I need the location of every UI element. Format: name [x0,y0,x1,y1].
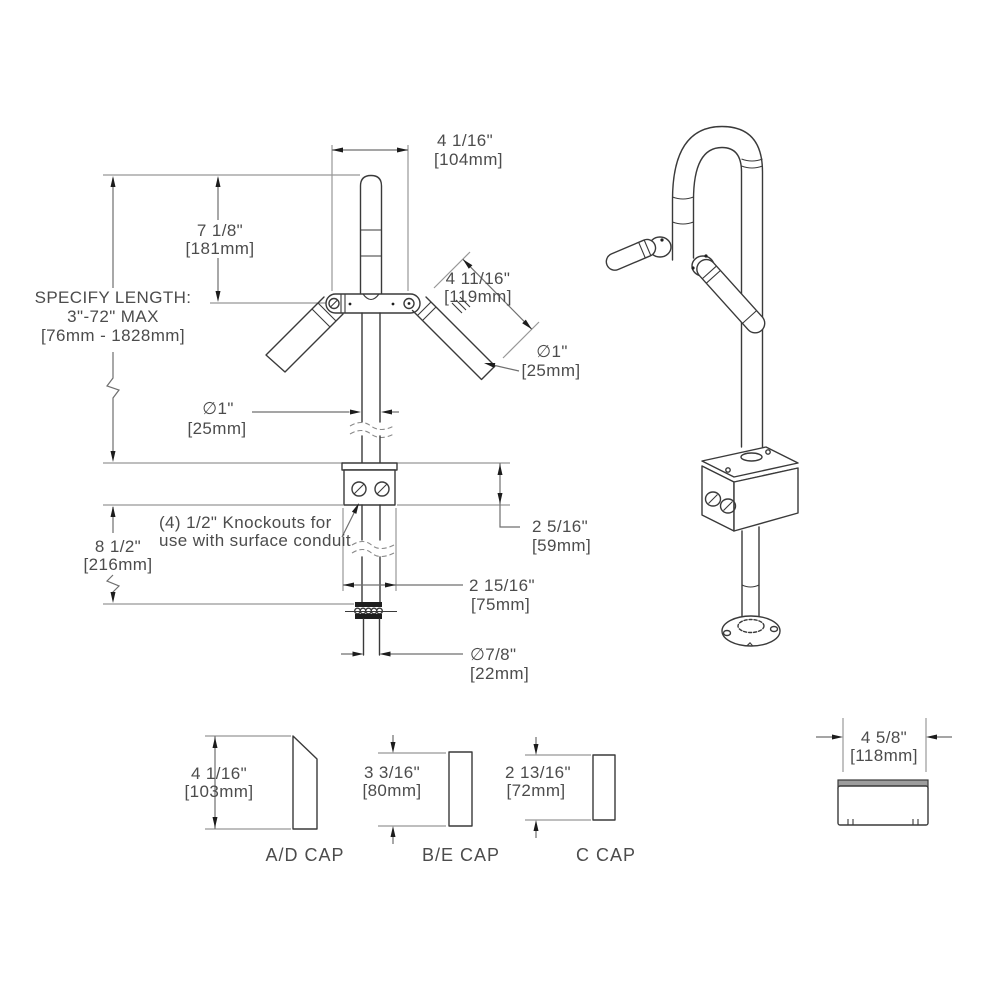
c-cap-shape [592,754,616,821]
junction-box [341,462,398,506]
c-cap-detail: 2 13/16" [72mm] C CAP [505,737,636,865]
iso-junction-box [701,446,799,532]
left-arm [265,296,344,373]
front-view-labels: 4 1/16" [104mm] 7 1/8" [181mm] SPECIFY L… [35,131,591,683]
box-cap-shape [837,785,929,826]
box-cap-dim-in: 4 5/8" [861,728,907,747]
dimension-lines [105,147,533,657]
dim-shank-dia-in: ∅7/8" [470,645,516,664]
ad-cap-detail: 4 1/16" [103mm] A/D CAP [185,735,344,865]
specify-length-line2: 3"-72" MAX [67,307,159,326]
knockouts-note-line2: use with surface conduit [159,531,351,550]
iso-right-blade [696,258,766,334]
be-cap-dim-mm: [80mm] [362,781,421,800]
ad-cap-shape [292,735,318,830]
be-cap-label: B/E CAP [422,845,500,865]
iso-floor-flange [721,615,781,647]
dim-pipe-dia-mm: [25mm] [187,419,246,438]
c-cap-dim-mm: [72mm] [506,781,565,800]
dim-spout-width-in: 4 1/16" [437,131,493,150]
dim-spout-height-in: 7 1/8" [197,221,243,240]
dim-box-width-mm: [75mm] [471,595,530,614]
c-cap-dim-in: 2 13/16" [505,763,571,782]
riser-pipe [359,174,383,295]
c-cap-label: C CAP [576,845,636,865]
ad-cap-label: A/D CAP [265,845,344,865]
specify-length-line1: SPECIFY LENGTH: [35,288,192,307]
right-arm [411,296,496,381]
isometric-view [605,125,799,647]
iso-gooseneck [671,125,764,448]
dim-arm-dia-mm: [25mm] [521,361,580,380]
dim-base-height-in: 8 1/2" [95,537,141,556]
dim-spout-width-mm: [104mm] [434,150,503,169]
dim-pipe-dia-in: ∅1" [202,399,234,418]
dim-arm-length-in: 4 11/16" [446,269,511,288]
dim-box-height-in: 2 5/16" [532,517,588,536]
front-view [265,174,496,656]
dim-arm-length-mm: [119mm] [444,287,512,306]
be-cap-dim-in: 3 3/16" [364,763,420,782]
be-cap-detail: 3 3/16" [80mm] B/E CAP [362,735,500,865]
mounting-hub [325,293,421,314]
be-cap-shape [448,751,473,827]
dim-shank-dia-mm: [22mm] [470,664,529,683]
dim-spout-height-mm: [181mm] [186,239,255,258]
dim-base-height-mm: [216mm] [84,555,153,574]
specify-length-line3: [76mm - 1828mm] [41,326,185,345]
dim-box-width-in: 2 15/16" [469,576,535,595]
ad-cap-dim-mm: [103mm] [185,782,254,801]
box-cap-dim-mm: [118mm] [850,746,918,765]
knockouts-note-line1: (4) 1/2" Knockouts for [159,513,332,532]
dim-arm-dia-in: ∅1" [536,342,568,361]
dim-box-height-mm: [59mm] [532,536,591,555]
box-cap-detail: 4 5/8" [118mm] [816,718,952,826]
reference-lines [103,145,540,605]
gland-locknut [345,602,397,619]
cap-details: 4 1/16" [103mm] A/D CAP 3 3/16" [80mm] B… [185,718,952,865]
iso-left-blade [605,238,657,271]
ad-cap-dim-in: 4 1/16" [191,764,247,783]
